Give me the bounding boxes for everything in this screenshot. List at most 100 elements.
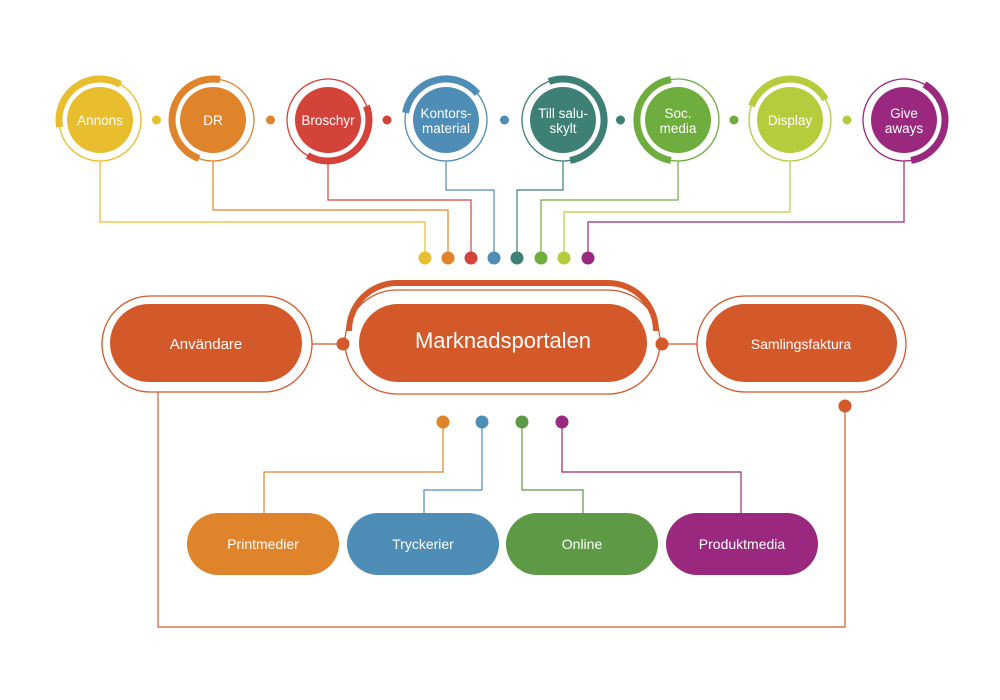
- online-connector: [521, 422, 584, 513]
- marknadsportalen-node[interactable]: Marknadsportalen: [344, 280, 661, 395]
- printmedier-connector: [263, 422, 444, 513]
- dr-connector-dot: [441, 251, 455, 265]
- display-separator-dot: [842, 115, 852, 125]
- dr-accent-arc: [168, 75, 221, 162]
- soc-media-circle: [645, 87, 711, 153]
- kontors-material-label: Kontors-: [420, 106, 471, 121]
- till-salu-skylt-node[interactable]: Till salu-skylt: [521, 75, 608, 164]
- till-salu-skylt-label: Till salu-: [538, 106, 588, 121]
- broschyr-connector: [327, 161, 472, 258]
- printmedier-node[interactable]: Printmedier: [187, 513, 339, 575]
- giveaways-connector-dot: [581, 251, 595, 265]
- broschyr-circle: [295, 87, 361, 153]
- anvandare-label: Användare: [170, 336, 243, 353]
- giveaways-label: aways: [885, 121, 924, 136]
- samlingsfaktura-outer-ring: [696, 295, 907, 393]
- till-salu-skylt-circle: [530, 87, 596, 153]
- giveaways-connector: [587, 161, 905, 258]
- printmedier-connector-dot: [436, 415, 450, 429]
- online-pill: [506, 513, 658, 575]
- produktmedia-label: Produktmedia: [699, 536, 786, 552]
- broschyr-accent-arc: [305, 104, 373, 165]
- left-center-dot: [336, 337, 350, 351]
- top-node-row: Annons DR Broschyr Kontors-material Till sal…: [55, 75, 949, 165]
- annons-label: Annons: [77, 113, 123, 128]
- till-salu-skylt-label: skylt: [550, 121, 577, 136]
- printmedier-label: Printmedier: [227, 536, 299, 552]
- online-connector-dot: [515, 415, 529, 429]
- tryckerier-node[interactable]: Tryckerier: [347, 513, 499, 575]
- giveaways-accent-arc: [910, 81, 949, 164]
- annons-connector-dot: [418, 251, 432, 265]
- dr-label: DR: [203, 113, 223, 128]
- kontors-material-circle: [413, 87, 479, 153]
- anvandare-node[interactable]: Användare: [101, 295, 313, 393]
- soc-media-node[interactable]: Soc.media: [633, 76, 720, 164]
- samlingsfaktura-label: Samlingsfaktura: [751, 336, 852, 352]
- display-accent-arc: [748, 75, 829, 108]
- online-node[interactable]: Online: [506, 513, 658, 575]
- display-node[interactable]: Display: [748, 75, 832, 162]
- produktmedia-connector: [561, 422, 742, 513]
- marknadsportalen-pill: [359, 304, 647, 382]
- dr-circle: [180, 87, 246, 153]
- soc-media-connector: [540, 161, 679, 258]
- bottom-node-row: Printmedier Tryckerier Online Produktmedia: [187, 513, 818, 575]
- display-label: Display: [768, 113, 813, 128]
- soc-media-accent-arc: [633, 76, 672, 164]
- kontors-material-separator-dot: [500, 115, 509, 125]
- kontors-material-accent-arc: [402, 75, 481, 114]
- till-salu-skylt-separator-dot: [616, 115, 625, 125]
- broschyr-label: Broschyr: [301, 113, 355, 128]
- giveaways-circle: [871, 87, 937, 153]
- annons-node[interactable]: Annons: [55, 75, 142, 162]
- produktmedia-node[interactable]: Produktmedia: [666, 513, 818, 575]
- connector-lines: [99, 161, 905, 628]
- middle-node-row: Användare Marknadsportalen Samlingsfaktu…: [101, 280, 907, 395]
- dr-connector: [212, 161, 449, 258]
- anvandare-pill: [110, 304, 302, 382]
- annons-circle: [67, 87, 133, 153]
- invoice-loop-connector: [157, 392, 846, 628]
- kontors-material-node[interactable]: Kontors-material: [402, 75, 488, 162]
- annons-connector: [99, 161, 426, 258]
- soc-media-separator-dot: [729, 115, 739, 125]
- center-right-dot: [655, 337, 669, 351]
- dr-separator-dot: [266, 115, 275, 125]
- tryckerier-pill: [347, 513, 499, 575]
- marknadsportalen-outer-ring: [344, 289, 661, 395]
- display-connector-dot: [557, 251, 571, 265]
- annons-accent-arc: [55, 75, 123, 128]
- till-salu-skylt-accent-arc: [547, 75, 608, 164]
- soc-media-label: media: [660, 121, 697, 136]
- display-connector: [563, 161, 791, 258]
- tryckerier-connector-dot: [475, 415, 489, 429]
- produktmedia-connector-dot: [555, 415, 569, 429]
- till-salu-skylt-connector-dot: [510, 251, 524, 265]
- printmedier-pill: [187, 513, 339, 575]
- anvandare-outer-ring: [101, 295, 313, 393]
- annons-separator-dot: [152, 115, 161, 125]
- kontors-material-connector-dot: [487, 251, 501, 265]
- dr-node[interactable]: DR: [168, 75, 255, 162]
- tryckerier-connector: [423, 422, 483, 513]
- samlingsfaktura-node[interactable]: Samlingsfaktura: [696, 295, 907, 393]
- soc-media-connector-dot: [534, 251, 548, 265]
- display-circle: [757, 87, 823, 153]
- produktmedia-pill: [666, 513, 818, 575]
- broschyr-node[interactable]: Broschyr: [286, 78, 373, 165]
- broschyr-connector-dot: [464, 251, 478, 265]
- soc-media-label: Soc.: [664, 106, 691, 121]
- tryckerier-label: Tryckerier: [392, 536, 454, 552]
- marknadsportalen-top-arc: [346, 280, 659, 332]
- invoice-loop-dot: [838, 399, 852, 413]
- broschyr-separator-dot: [382, 115, 392, 125]
- kontors-material-connector: [445, 161, 495, 258]
- samlingsfaktura-pill: [706, 304, 897, 382]
- marknadsportalen-label: Marknadsportalen: [415, 328, 591, 353]
- kontors-material-label: material: [422, 121, 470, 136]
- online-label: Online: [562, 536, 603, 552]
- giveaways-label: Give: [890, 106, 918, 121]
